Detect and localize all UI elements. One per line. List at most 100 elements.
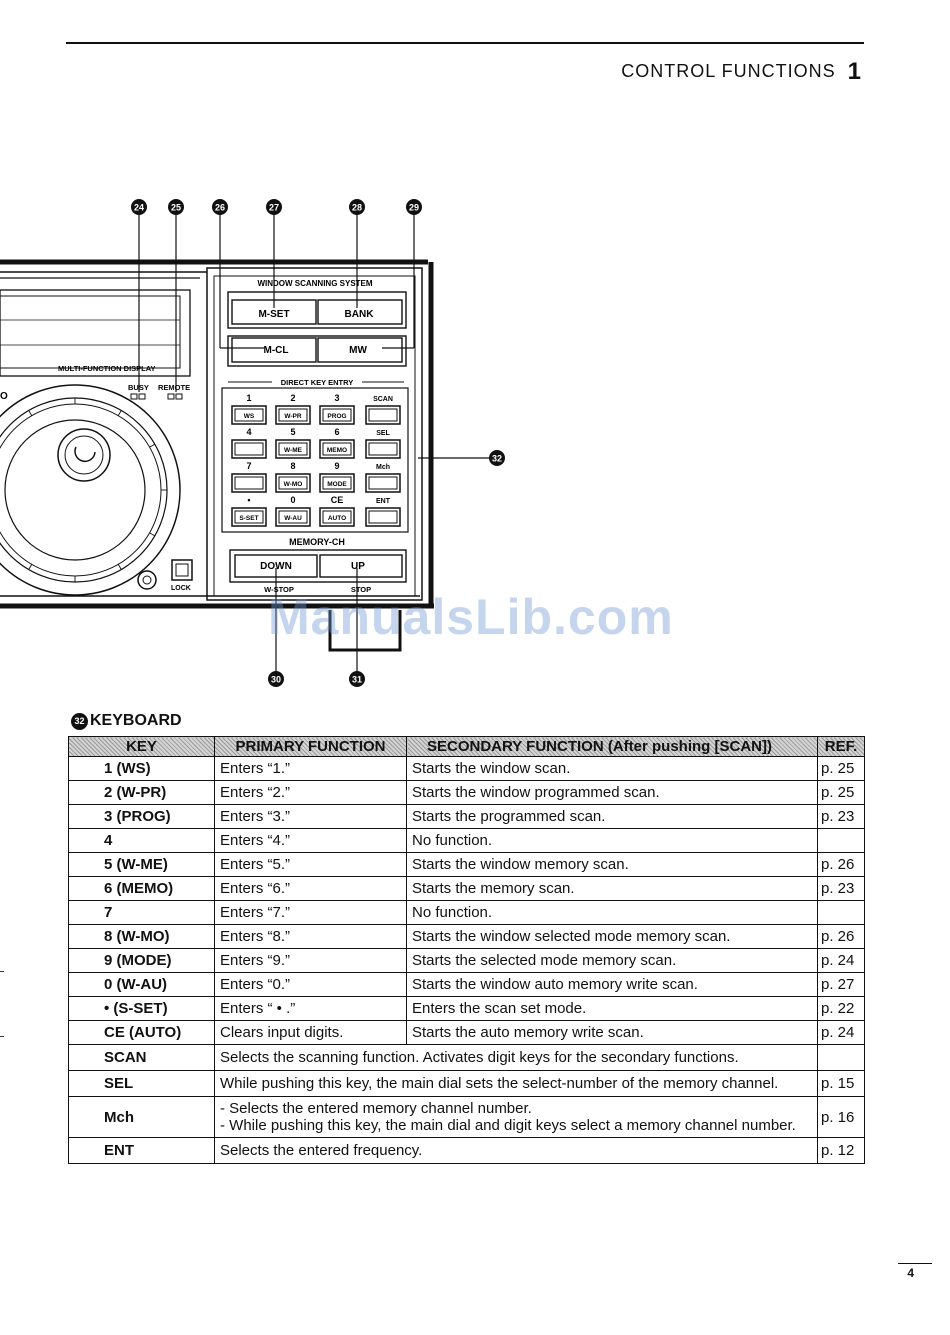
keypad-key[interactable] — [365, 439, 401, 459]
keypad-key[interactable] — [319, 405, 355, 425]
table-body: 1 (WS)Enters “1.”Starts the window scan.… — [68, 756, 865, 1164]
primary-function-cell: Enters “8.” — [214, 924, 407, 949]
keypad-key-face — [368, 408, 398, 422]
up-button[interactable] — [319, 554, 403, 578]
keypad-key[interactable] — [275, 405, 311, 425]
callout-marker — [131, 199, 147, 215]
keypad-key-face — [368, 442, 398, 456]
mset-button[interactable] — [231, 299, 317, 325]
primary-function-cell: Enters “7.” — [214, 900, 407, 925]
keypad-key-label: 6 — [334, 427, 339, 437]
secondary-function-cell: Starts the window programmed scan. — [406, 780, 818, 805]
keypad-key-label: 4 — [246, 427, 251, 437]
remote-label: REMOTE — [158, 383, 190, 392]
keypad-key-face — [322, 442, 352, 456]
callout-marker — [349, 199, 365, 215]
bank-label: BANK — [345, 309, 375, 320]
header-secondary: SECONDARY FUNCTION (After pushing [SCAN]… — [406, 736, 818, 757]
keypad-key-sublabel: W-PR — [284, 413, 302, 420]
keypad-key[interactable] — [365, 405, 401, 425]
margin-tick — [0, 1036, 4, 1037]
table-row: • (S-SET)Enters “ • .”Enters the scan se… — [68, 996, 865, 1021]
keypad-key-sublabel: WS — [244, 413, 255, 420]
keypad-key[interactable] — [275, 473, 311, 493]
lock-button[interactable] — [171, 559, 193, 581]
function-cell: While pushing this key, the main dial se… — [214, 1070, 818, 1097]
secondary-function-cell: No function. — [406, 900, 818, 925]
function-cell: Selects the entered frequency. — [214, 1137, 818, 1164]
mcl-button[interactable] — [231, 337, 317, 363]
callout-number: 29 — [409, 203, 419, 213]
keypad-key-face — [234, 442, 264, 456]
callout-marker — [266, 199, 282, 215]
secondary-function-cell: Starts the window auto memory write scan… — [406, 972, 818, 997]
keypad-key[interactable] — [319, 507, 355, 527]
keypad-key[interactable] — [275, 439, 311, 459]
keypad-key[interactable] — [231, 439, 267, 459]
keypad-key[interactable] — [231, 473, 267, 493]
keypad-key[interactable] — [319, 473, 355, 493]
ref-cell: p. 12 — [817, 1137, 865, 1164]
direct-key-entry-label: DIRECT KEY ENTRY — [281, 378, 354, 387]
table-row: 3 (PROG)Enters “3.”Starts the programmed… — [68, 804, 865, 829]
keypad-key-face — [278, 442, 308, 456]
key-cell: 4 — [68, 828, 215, 853]
ref-cell: p. 22 — [817, 996, 865, 1021]
keypad-key[interactable] — [365, 507, 401, 527]
table-row: Mch- Selects the entered memory channel … — [68, 1096, 865, 1138]
primary-function-cell: Enters “4.” — [214, 828, 407, 853]
keypad-key-face — [322, 408, 352, 422]
key-cell: 5 (W-ME) — [68, 852, 215, 877]
front-panel-diagram: MULTI-FUNCTION DISPLAY BUSY REMOTE O LOC… — [0, 199, 505, 687]
lock-label: LOCK — [171, 585, 191, 592]
down-button[interactable] — [234, 554, 318, 578]
mset-label: M-SET — [258, 309, 289, 320]
keypad-key[interactable] — [319, 439, 355, 459]
section-title: CONTROL FUNCTIONS — [621, 61, 836, 81]
secondary-function-cell: Starts the memory scan. — [406, 876, 818, 901]
mw-button[interactable] — [317, 337, 403, 363]
memory-ch-label: MEMORY-CH — [289, 537, 345, 547]
ref-cell: p. 25 — [817, 780, 865, 805]
keypad-key-label: 2 — [290, 393, 295, 403]
keypad-key[interactable] — [231, 507, 267, 527]
bank-button[interactable] — [317, 299, 403, 325]
callout-number: 27 — [269, 203, 279, 213]
table-row: 2 (W-PR)Enters “2.”Starts the window pro… — [68, 780, 865, 805]
table-row: 1 (WS)Enters “1.”Starts the window scan.… — [68, 756, 865, 781]
keypad-key-face — [234, 476, 264, 490]
callout-number: 32 — [492, 454, 502, 464]
table-row: 5 (W-ME)Enters “5.”Starts the window mem… — [68, 852, 865, 877]
keypad-key-label: 1 — [246, 393, 251, 403]
keypad-key-label: 9 — [334, 461, 339, 471]
key-cell: SCAN — [68, 1044, 215, 1071]
keypad-key[interactable] — [365, 473, 401, 493]
primary-function-cell: Enters “5.” — [214, 852, 407, 877]
key-cell: 1 (WS) — [68, 756, 215, 781]
keypad-key-label: 0 — [290, 495, 295, 505]
callout-number: 25 — [171, 203, 181, 213]
keypad-key-sublabel: S-SET — [239, 515, 258, 522]
function-cell: Selects the scanning function. Activates… — [214, 1044, 818, 1071]
callout-number: 31 — [352, 675, 362, 685]
table-title-number: 32 — [71, 713, 88, 730]
secondary-function-cell: Starts the window memory scan. — [406, 852, 818, 877]
keypad-key-label: SCAN — [373, 396, 393, 403]
key-cell: ENT — [68, 1137, 215, 1164]
keypad-key[interactable] — [231, 405, 267, 425]
callout-number: 24 — [134, 203, 144, 213]
callout-number: 28 — [352, 203, 362, 213]
callout-marker — [212, 199, 228, 215]
keypad-key-label: 3 — [334, 393, 339, 403]
secondary-function-cell: Starts the window scan. — [406, 756, 818, 781]
keypad-key[interactable] — [275, 507, 311, 527]
keypad-key-face — [322, 510, 352, 524]
ref-cell: p. 23 — [817, 804, 865, 829]
keypad-key-label: • — [247, 495, 250, 505]
ref-cell: p. 24 — [817, 948, 865, 973]
primary-function-cell: Enters “9.” — [214, 948, 407, 973]
main-dial[interactable] — [0, 384, 181, 596]
